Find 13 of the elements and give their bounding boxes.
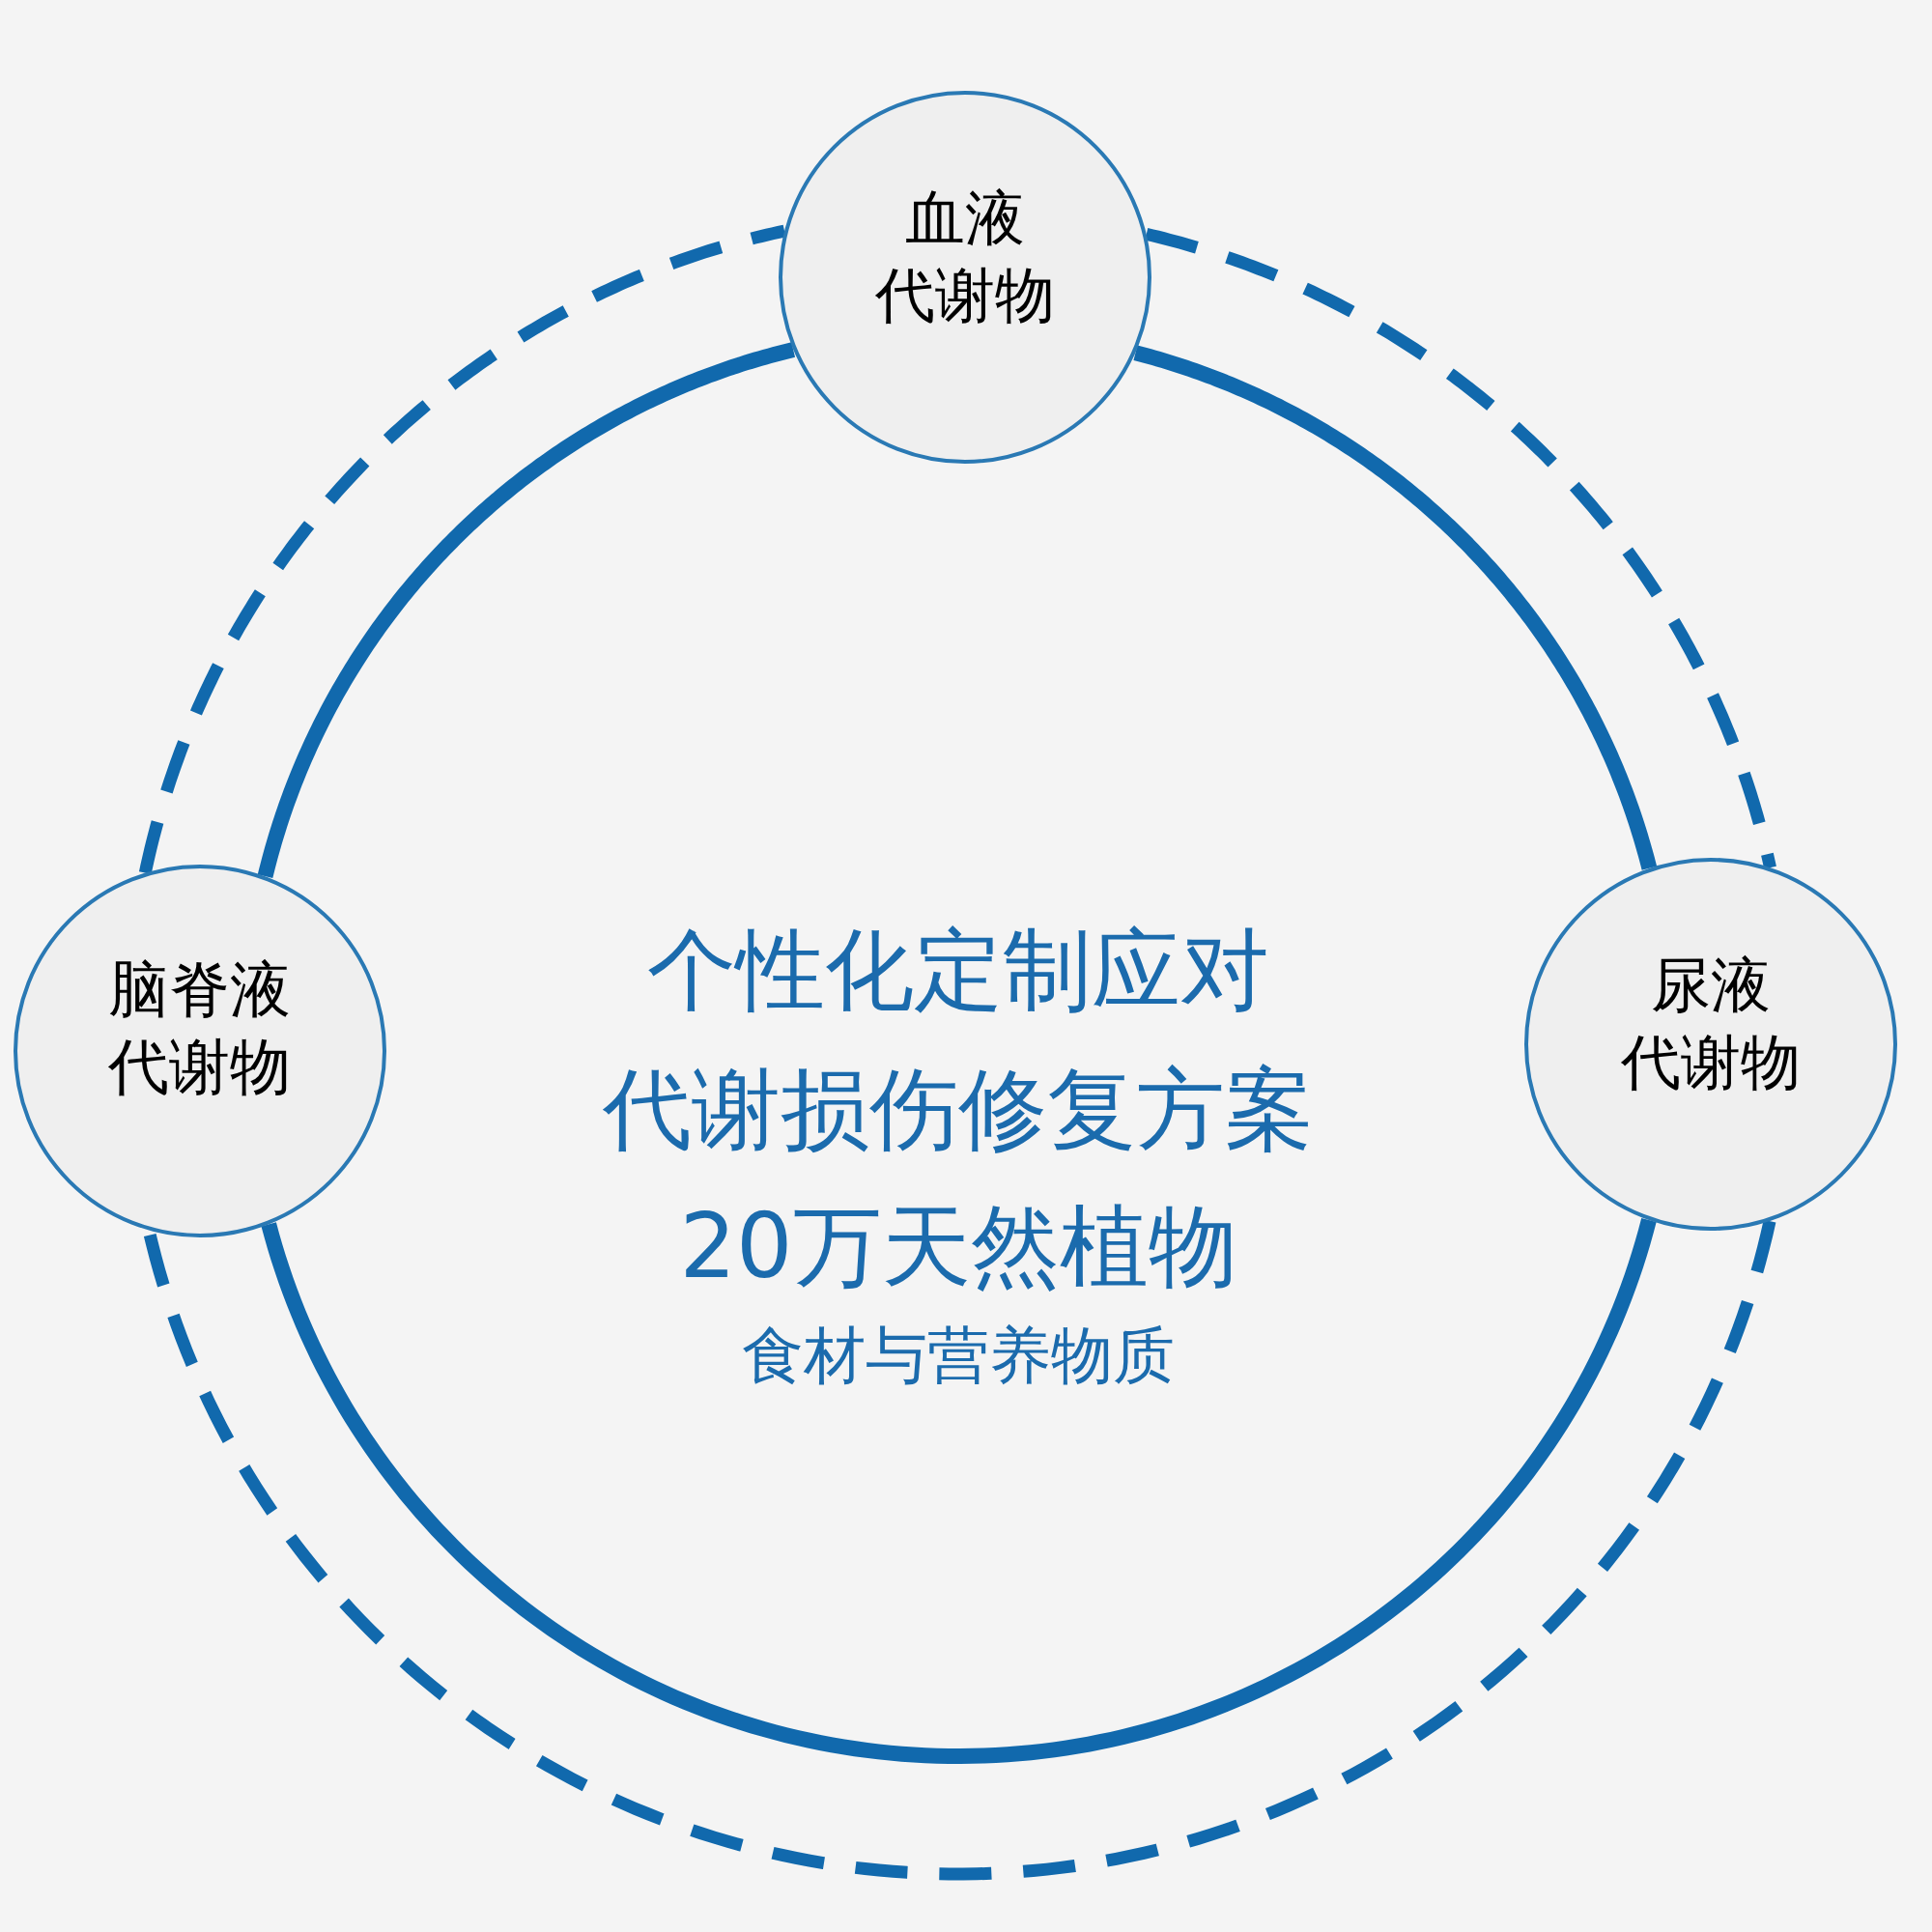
ring-arc	[261, 1217, 1657, 1764]
dashed-ring-arc	[138, 224, 786, 874]
node-label: 血液代谢物	[874, 182, 1056, 332]
headline-text: 个性化定制应对	[647, 920, 1269, 1022]
dashed-ring-arc	[1145, 228, 1776, 869]
node-label: 脑脊液代谢物	[107, 953, 293, 1104]
node-label: 尿液代谢物	[1620, 949, 1802, 1099]
headline-text: 代谢损伤修复方案	[603, 1059, 1314, 1161]
subtitle-text: 食材与营养物质	[742, 1321, 1175, 1392]
ring-arc	[1132, 345, 1658, 871]
headline-text: 20万天然植物	[679, 1196, 1237, 1298]
dashed-ring-arc	[142, 1219, 1776, 1881]
ring-arc	[257, 342, 797, 880]
